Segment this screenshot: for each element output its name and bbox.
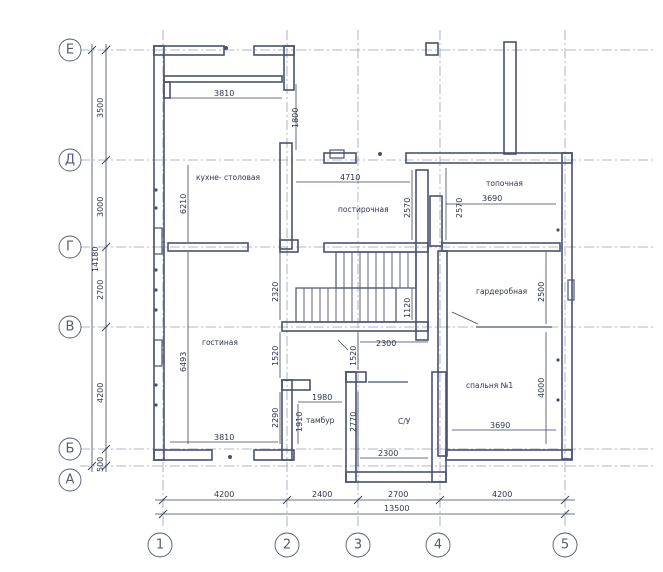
axis-row-label: Д bbox=[65, 153, 75, 168]
dim-int: 3810 bbox=[214, 433, 234, 442]
dim-int: 6210 bbox=[179, 194, 188, 214]
dim-left-5: 500 bbox=[96, 457, 105, 472]
dim-int: 1120 bbox=[403, 298, 412, 318]
room-bathroom: С/У bbox=[398, 417, 411, 426]
room-vestibule: тамбур bbox=[306, 416, 335, 425]
dimension-lines bbox=[87, 44, 575, 519]
dim-int: 1520 bbox=[271, 346, 280, 366]
interior-dimensions: 3810 1800 4710 2570 2570 3690 6210 2320 … bbox=[179, 89, 546, 458]
room-boiler: топочная bbox=[486, 179, 523, 188]
axis-row-label: В bbox=[66, 320, 75, 335]
axis-column-label: 1 bbox=[156, 538, 164, 553]
axis-row-label: Г bbox=[66, 240, 74, 255]
room-wardrobe: гардеробная bbox=[476, 287, 527, 296]
room-labels: кухне- столовая постирочная топочная гар… bbox=[196, 173, 527, 426]
walls bbox=[153, 41, 575, 483]
dim-int: 4710 bbox=[340, 173, 360, 182]
dim-int: 2300 bbox=[376, 339, 396, 348]
dim-left-4: 4200 bbox=[96, 383, 105, 403]
column-axis-markers: 1 2 3 4 5 bbox=[147, 532, 578, 558]
axis-column-label: 5 bbox=[561, 538, 569, 553]
left-dimensions: 3500 3000 2700 4200 500 14180 bbox=[91, 98, 105, 472]
dim-int: 2290 bbox=[271, 408, 280, 428]
dim-int: 2570 bbox=[455, 198, 464, 218]
dim-int: 1520 bbox=[349, 346, 358, 366]
dim-bottom-1: 4200 bbox=[214, 490, 234, 499]
dim-left-total: 14180 bbox=[91, 247, 100, 272]
axis-row-label: Б bbox=[66, 442, 75, 457]
dim-bottom-2: 2400 bbox=[312, 490, 332, 499]
dim-bottom-3: 2700 bbox=[388, 490, 408, 499]
dim-int: 4000 bbox=[537, 378, 546, 398]
dim-int: 1910 bbox=[295, 412, 304, 432]
dim-int: 2770 bbox=[349, 412, 358, 432]
dim-int: 2320 bbox=[271, 282, 280, 302]
dim-int: 2570 bbox=[403, 198, 412, 218]
dim-bottom-4: 4200 bbox=[492, 490, 512, 499]
axis-column-label: 2 bbox=[283, 538, 291, 553]
axis-column-label: 4 bbox=[434, 538, 442, 553]
dim-left-1: 3500 bbox=[96, 98, 105, 118]
bottom-dimensions: 4200 2400 2700 4200 13500 bbox=[214, 490, 512, 513]
row-axis-markers: Е Д Г В Б А bbox=[58, 38, 82, 492]
axis-row-label: Е bbox=[66, 43, 74, 58]
dim-int: 3690 bbox=[482, 194, 502, 203]
dim-int: 2300 bbox=[378, 449, 398, 458]
dim-int: 6493 bbox=[179, 352, 188, 372]
dim-int: 2500 bbox=[537, 282, 546, 302]
grid-axes bbox=[80, 30, 655, 528]
axis-column-label: 3 bbox=[354, 538, 362, 553]
dim-int: 3810 bbox=[214, 89, 234, 98]
room-bedroom: спальня №1 bbox=[466, 381, 513, 390]
dim-left-3: 2700 bbox=[96, 280, 105, 300]
dim-bottom-total: 13500 bbox=[384, 504, 409, 513]
room-kitchen: кухне- столовая bbox=[196, 173, 260, 182]
staircase bbox=[295, 251, 417, 323]
dim-int: 1800 bbox=[291, 108, 300, 128]
room-living: гостиная bbox=[202, 338, 238, 347]
dim-int: 1980 bbox=[312, 393, 332, 402]
dim-int: 3690 bbox=[490, 421, 510, 430]
axis-row-label: А bbox=[66, 473, 75, 488]
dim-left-2: 3000 bbox=[96, 197, 105, 217]
room-hall: постирочная bbox=[338, 205, 389, 214]
